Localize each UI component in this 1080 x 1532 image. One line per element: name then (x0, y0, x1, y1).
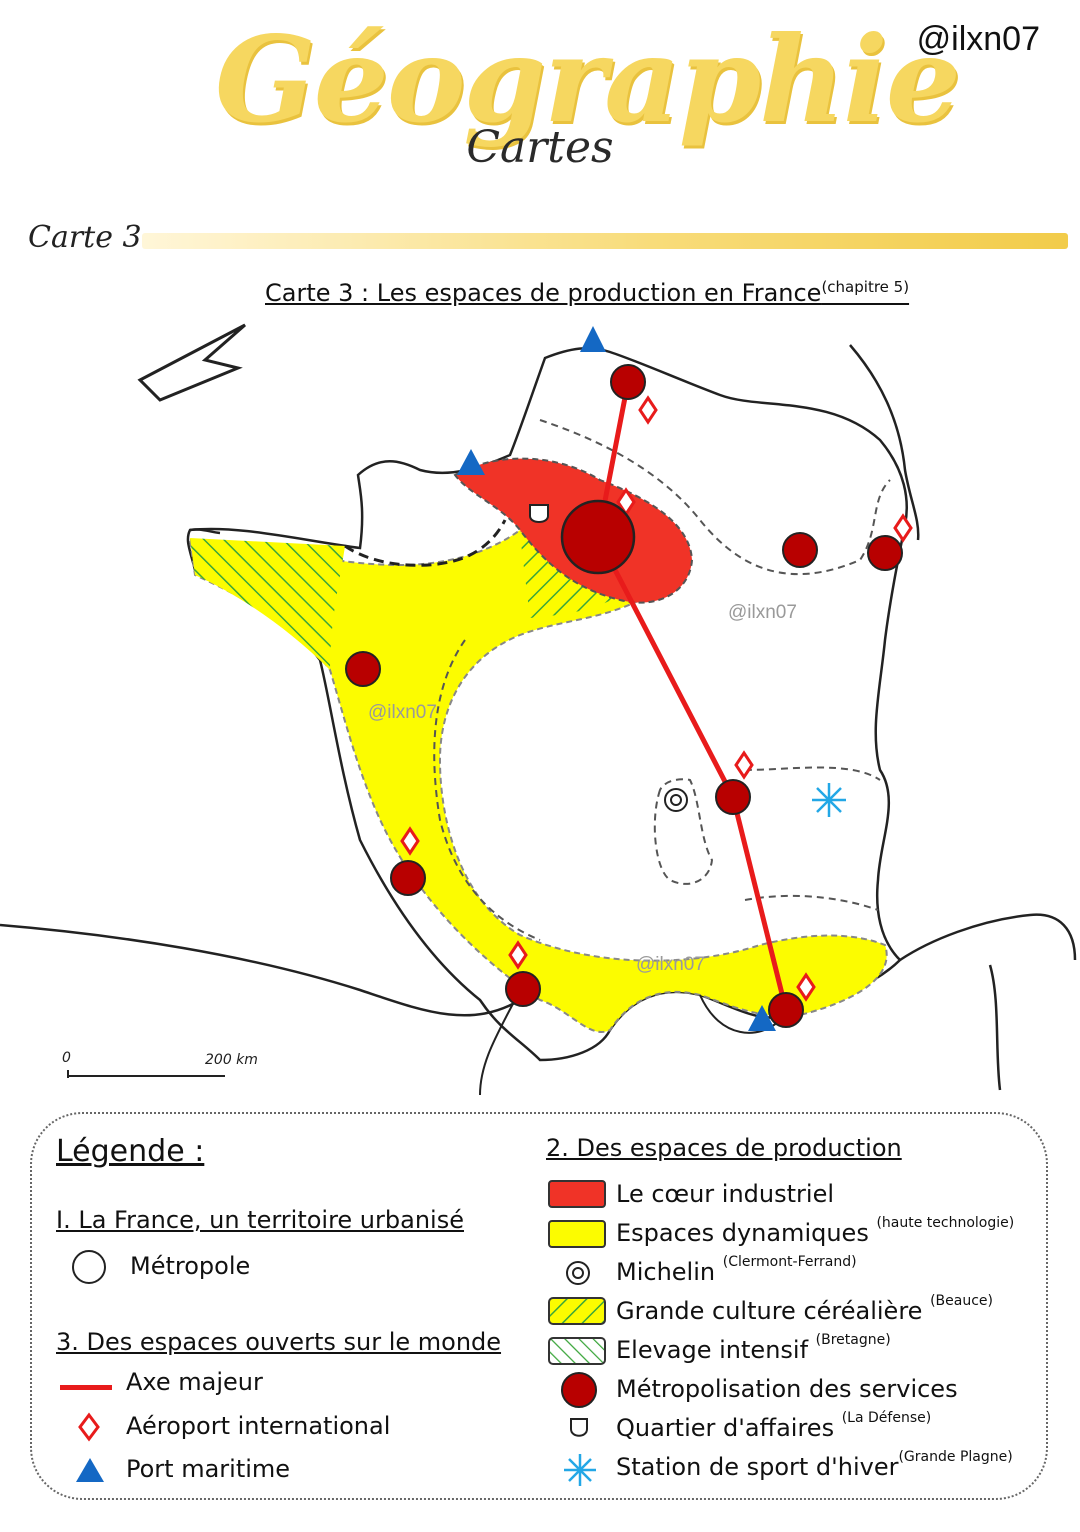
legend-item-core: Le cœur industriel (616, 1180, 835, 1208)
cup-icon (570, 1418, 588, 1437)
airport-marker (508, 940, 528, 970)
section-divider (142, 233, 1068, 249)
central-massif-line (433, 639, 541, 941)
watermark: @ilxn07 (728, 602, 797, 623)
metropole-strasbourg (867, 535, 903, 571)
metropole-marseille (768, 992, 804, 1028)
legend-item-dynamic: Espaces dynamiques (haute technologie) (616, 1215, 1015, 1247)
port-marker (457, 449, 485, 475)
map-title-note: (chapitre 5) (821, 278, 910, 296)
scale-label: 200 km (205, 1052, 258, 1068)
metropole-nancy (782, 532, 818, 568)
legend-item-services: Métropolisation des services (616, 1375, 958, 1403)
snowflake-icon (564, 1454, 596, 1486)
watermark: @ilxn07 (368, 702, 437, 723)
metropole-bordeaux (390, 860, 426, 896)
legend-note: (Grande Plagne) (898, 1449, 1013, 1465)
legend-item-business: Quartier d'affaires (La Défense) (616, 1410, 932, 1442)
scale-zero: 0 (62, 1050, 71, 1066)
legend-note: (La Défense) (841, 1410, 932, 1426)
france-map: 0 200 km @ilxn07 @ilxn07 @ilxn07 (0, 323, 1077, 1096)
legend-item-metropole: Métropole (130, 1252, 251, 1280)
legend-note: (haute technologie) (876, 1215, 1015, 1231)
yellow-swatch-icon (548, 1220, 606, 1248)
belgium-border (849, 344, 920, 541)
metropole-nantes (345, 651, 381, 687)
brittany-coast (189, 528, 221, 535)
metropole-lyon (715, 779, 751, 815)
legend-note: (Beauce) (930, 1293, 993, 1309)
legend-item-axis: Axe majeur (126, 1368, 263, 1396)
red-line-icon (60, 1385, 112, 1390)
clermont-zone (653, 778, 714, 885)
red-swatch-icon (548, 1180, 606, 1208)
metropole-lille (610, 364, 646, 400)
port-marker (580, 326, 606, 352)
legend-item-livestock: Elevage intensif (Bretagne) (616, 1332, 891, 1364)
target-icon (566, 1261, 590, 1285)
major-axis (595, 381, 789, 1011)
legend-item-cereal: Grande culture céréalière (Beauce) (616, 1293, 993, 1325)
red-diamond-icon (78, 1412, 100, 1442)
ski-station-marker (812, 783, 846, 817)
legend-section1-title: I. La France, un territoire urbanisé (56, 1206, 464, 1234)
la-defense-marker (529, 504, 549, 523)
legend-item-ski: Station de sport d'hiver(Grande Plagne) (616, 1449, 1013, 1481)
airport-marker (638, 395, 658, 425)
section-label: Carte 3 (28, 220, 142, 255)
circle-outline-icon (72, 1250, 106, 1284)
legend-note: (Clermont-Ferrand) (722, 1254, 857, 1270)
legend-item-port: Port maritime (126, 1455, 291, 1483)
legend-section3-title: 3. Des espaces ouverts sur le monde (56, 1328, 502, 1356)
spain-coast (0, 923, 521, 1017)
dark-red-dot-icon (561, 1372, 597, 1408)
metropole-toulouse (505, 971, 541, 1007)
legend-heading: Légende : (56, 1134, 205, 1169)
page-title: Géographie (215, 10, 961, 149)
airport-marker (796, 972, 816, 1002)
page-subtitle: Cartes (466, 122, 614, 173)
uk-coast (137, 323, 246, 402)
east-region-line (539, 419, 891, 575)
airport-marker (734, 750, 754, 780)
legend-item-airport: Aéroport international (126, 1412, 391, 1440)
hatch-left-icon (548, 1337, 606, 1365)
legend-note: (Bretagne) (815, 1332, 891, 1348)
blue-triangle-icon (76, 1458, 104, 1482)
airport-marker (893, 513, 913, 543)
livestock-hatch (190, 538, 345, 670)
airport-marker (400, 826, 420, 856)
metropole-paris (560, 499, 636, 575)
map-title: Carte 3 : Les espaces de production en F… (265, 278, 910, 307)
michelin-marker-inner (670, 794, 682, 806)
hatch-right-icon (548, 1297, 606, 1325)
port-marker (748, 1005, 776, 1031)
italy-coast (899, 913, 1077, 1091)
bretagne-dash (344, 519, 507, 567)
legend-box (30, 1112, 1048, 1500)
legend-item-michelin: Michelin (Clermont-Ferrand) (616, 1254, 857, 1286)
alps-line (744, 766, 881, 911)
author-handle: @ilxn07 (916, 20, 1040, 58)
watermark: @ilxn07 (636, 954, 705, 975)
legend-section2-title: 2. Des espaces de production (546, 1134, 902, 1162)
